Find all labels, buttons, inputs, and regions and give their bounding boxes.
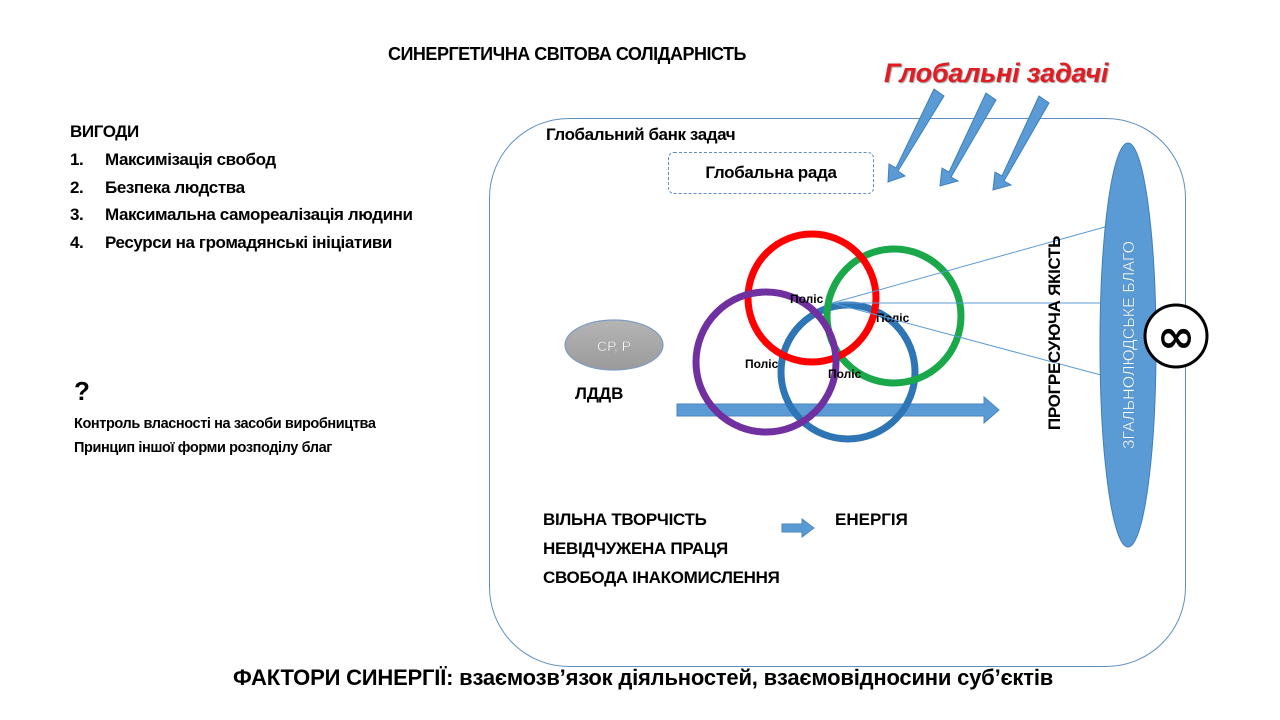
- list-number: 1.: [70, 150, 84, 169]
- question-line: Контроль власності на засоби виробництва: [74, 416, 376, 432]
- ldvv-label: ЛДДВ: [575, 384, 624, 403]
- infinity-icon: ∞: [1157, 309, 1195, 363]
- list-number: 2.: [70, 177, 84, 197]
- polis-ring-green: [823, 245, 965, 387]
- list-item: 3. Максимальна самореалізація людини: [70, 205, 413, 233]
- task-arrow: [887, 88, 945, 183]
- global-council-label: Глобальна рада: [705, 163, 837, 182]
- list-text: Максимізація свобод: [105, 150, 276, 169]
- global-tasks-label: Глобальні задачі: [884, 58, 1109, 88]
- synergy-factors-footer: ФАКТОРИ СИНЕРГІЇ: взаємозв’язок діяльнос…: [233, 665, 1054, 690]
- list-item: 1. Максимізація свобод: [70, 150, 413, 178]
- list-number: 3.: [70, 205, 84, 224]
- polis-ring-red: [744, 230, 880, 366]
- energy-arrow: [781, 518, 815, 538]
- creative-factors: ВІЛЬНА ТВОРЧІСТЬ НЕВІДЧУЖЕНА ПРАЦЯ СВОБО…: [543, 505, 780, 592]
- progress-quality-label: ПРОГРЕСУЮЧА ЯКІСТЬ: [1040, 218, 1070, 448]
- factor-line: ВІЛЬНА ТВОРЧІСТЬ: [543, 510, 707, 529]
- question-lines: Контроль власності на засоби виробництва…: [74, 412, 376, 460]
- polis-label: Поліс: [828, 367, 862, 381]
- page-title: СИНЕРГЕТИЧНА СВІТОВА СОЛІДАРНІСТЬ: [388, 44, 746, 64]
- list-item: 4. Ресурси на громадянські ініціативи: [70, 233, 413, 261]
- energy-label: ЕНЕРГІЯ: [835, 510, 908, 529]
- list-text: Ресурси на громадянські ініціативи: [105, 232, 392, 252]
- cr-r-oval: [564, 319, 664, 371]
- list-item: 2. Безпека людства: [70, 178, 413, 206]
- global-bank-title: Глобальний банк задач: [546, 125, 736, 144]
- list-text: Безпека людства: [105, 177, 245, 197]
- global-bank-frame: [489, 118, 1186, 667]
- polis-label: Поліс: [790, 292, 824, 306]
- common-good-label: ЗГАЛЬНОЛЮДСЬКЕ БЛАГО: [1121, 241, 1138, 449]
- list-text: Максимальна самореалізація людини: [105, 205, 413, 224]
- factor-line: СВОБОДА ІНАКОМИСЛЕННЯ: [543, 568, 780, 587]
- cr-r-oval-label: СР, Р: [597, 338, 631, 354]
- progress-quality-text: ПРОГРЕСУЮЧА ЯКІСТЬ: [1045, 235, 1064, 431]
- task-arrow: [939, 92, 997, 187]
- global-task-arrows: [887, 88, 1050, 191]
- list-number: 4.: [70, 232, 84, 252]
- polis-label: Поліс: [745, 357, 779, 371]
- factor-line: НЕВІДЧУЖЕНА ПРАЦЯ: [543, 539, 728, 558]
- global-council-box: Глобальна рада: [668, 152, 874, 194]
- polis-ring-blue: [777, 301, 919, 443]
- task-arrow: [992, 95, 1050, 191]
- benefits-list: 1.Максимізація свобод 2.Безпека людства …: [70, 150, 413, 260]
- polis-ring-purple: [692, 288, 840, 436]
- benefits-heading: ВИГОДИ: [70, 122, 139, 141]
- question-line: Принцип іншої форми розподілу благ: [74, 440, 332, 456]
- flow-arrow: [676, 395, 1000, 425]
- question-mark: ?: [74, 376, 90, 406]
- infinity-badge: [1143, 303, 1209, 369]
